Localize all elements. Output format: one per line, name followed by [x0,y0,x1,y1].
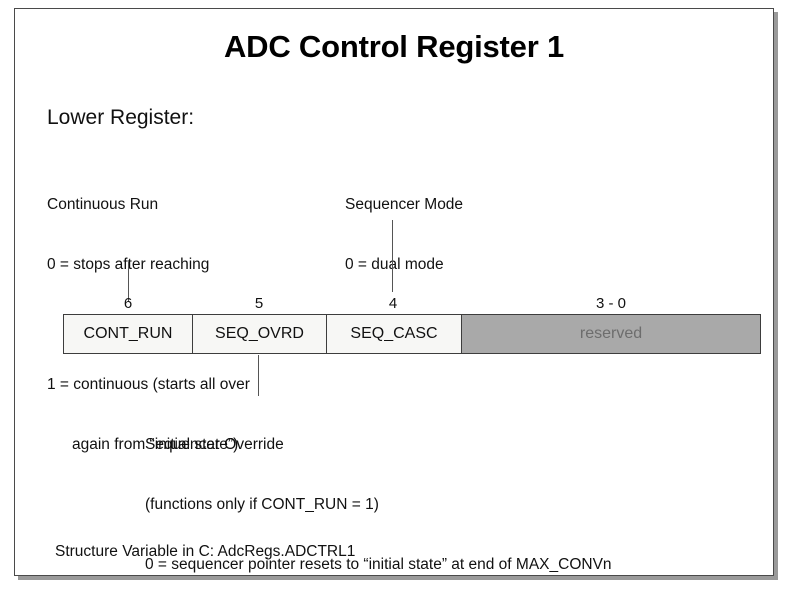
register-field-seq-casc[interactable]: SEQ_CASC [327,315,462,353]
register-field-seq-ovrd[interactable]: SEQ_OVRD [193,315,327,353]
footer-structure-variable: Structure Variable in C: AdcRegs.ADCTRL1 [55,543,356,560]
annotation-cont-run-line-2: 1 = continuous (starts all over [47,376,250,393]
annotation-seq-ovrd-line-1: 0 = sequencer pointer resets to “initial… [145,556,612,573]
annotation-cont-run-line-0: 0 = stops after reaching [47,256,210,273]
annotation-seq-mode-title: Sequencer Mode [345,196,464,213]
annotation-seq-ovrd: Sequencer Override (functions only if CO… [145,395,612,575]
slide-canvas: ADC Control Register 1 Lower Register: C… [14,8,774,576]
connector-line-cont-run [128,262,129,302]
annotation-seq-ovrd-title: Sequencer Override [145,436,284,453]
annotation-cont-run-line-3: again from “initial state”) [72,436,239,453]
annotation-seq-mode-line-0: 0 = dual mode [345,256,444,273]
annotation-seq-ovrd-line-0: (functions only if CONT_RUN = 1) [145,496,379,513]
register-field-reserved: reserved [462,315,760,353]
page-title: ADC Control Register 1 [223,29,565,64]
register-field-cont-run[interactable]: CONT_RUN [64,315,193,353]
section-heading-lower-register: Lower Register: [47,106,195,129]
annotation-cont-run-title: Continuous Run [47,196,159,213]
bit-label-6: 6 [123,295,133,312]
bit-label-3-0: 3 - 0 [595,295,627,312]
connector-line-seq-ovrd [258,355,259,396]
connector-line-seq-casc [392,220,393,292]
bit-label-5: 5 [254,295,264,312]
register-field-table: CONT_RUN SEQ_OVRD SEQ_CASC reserved [63,314,761,354]
bit-label-4: 4 [388,295,398,312]
